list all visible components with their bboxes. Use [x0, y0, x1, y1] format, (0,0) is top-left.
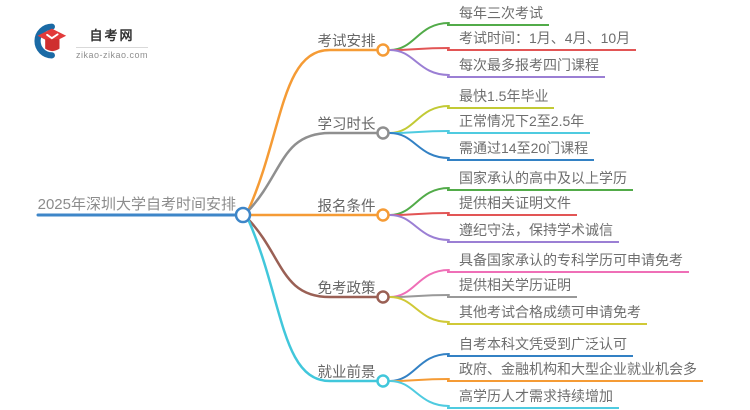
connector-line-branch — [246, 217, 378, 383]
branch-node-handle[interactable] — [376, 126, 390, 140]
branch-topic-4[interactable]: 就业前景 — [317, 365, 376, 381]
site-url: zikao-zikao.com — [76, 49, 149, 60]
branch-topic-0[interactable]: 考试安排 — [317, 34, 376, 50]
leaf-topic-0-1[interactable]: 考试时间：1月、4月、10月 — [447, 29, 637, 51]
leaf-topic-1-0[interactable]: 最快1.5年毕业 — [447, 87, 555, 109]
graduation-cap-icon — [34, 23, 67, 59]
leaf-topic-2-0[interactable]: 国家承认的高中及以上学历 — [447, 169, 633, 191]
leaf-topic-1-2[interactable]: 需通过14至20门课程 — [447, 139, 595, 161]
branch-topic-1[interactable]: 学习时长 — [317, 117, 376, 133]
leaf-topic-3-0[interactable]: 具备国家承认的专科学历可申请免考 — [447, 251, 689, 273]
connector-line-branch — [246, 131, 378, 213]
connector-line-leaf — [389, 187, 450, 216]
leaf-topic-4-1[interactable]: 政府、金融机构和大型企业就业机会多 — [447, 360, 703, 382]
leaf-topic-3-2[interactable]: 其他考试合格成绩可申请免考 — [447, 303, 647, 325]
leaf-topic-2-2[interactable]: 遵纪守法，保持学术诚信 — [447, 221, 619, 243]
connector-line-leaf — [389, 22, 450, 51]
central-node-handle[interactable] — [234, 206, 252, 224]
leaf-topic-4-2[interactable]: 高学历人才需求持续增加 — [447, 387, 619, 409]
connector-line-leaf — [389, 105, 450, 134]
connector-line-branch — [246, 48, 378, 213]
connector-line-leaf — [389, 132, 450, 159]
logo[interactable]: 自考网 zikao-zikao.com — [28, 20, 149, 64]
branch-topic-2[interactable]: 报名条件 — [317, 199, 376, 215]
connector-line-leaf — [389, 380, 450, 407]
leaf-topic-0-2[interactable]: 每次最多报考四门课程 — [447, 56, 605, 78]
leaf-topic-0-0[interactable]: 每年三次考试 — [447, 4, 549, 26]
branch-node-handle[interactable] — [376, 290, 390, 304]
connector-line-leaf — [389, 214, 450, 241]
connector-line-leaf — [389, 269, 450, 298]
central-topic[interactable]: 2025年深圳大学自考时间安排 — [37, 196, 236, 213]
leaf-topic-1-1[interactable]: 正常情况下2至2.5年 — [447, 112, 591, 134]
branch-topic-3[interactable]: 免考政策 — [317, 281, 376, 297]
leaf-topic-4-0[interactable]: 自考本科文凭受到广泛认可 — [447, 335, 633, 357]
branch-node-handle[interactable] — [376, 208, 390, 222]
connector-line-leaf — [389, 49, 450, 76]
logo-text: 自考网 zikao-zikao.com — [76, 25, 149, 60]
connector-line-leaf — [389, 353, 450, 382]
leaf-topic-3-1[interactable]: 提供相关学历证明 — [447, 276, 577, 298]
site-name: 自考网 — [76, 25, 149, 48]
branch-node-handle[interactable] — [376, 43, 390, 57]
branch-node-handle[interactable] — [376, 374, 390, 388]
connector-line-leaf — [389, 296, 450, 323]
connector-line-branch — [246, 217, 378, 299]
leaf-topic-2-1[interactable]: 提供相关证明文件 — [447, 194, 577, 216]
